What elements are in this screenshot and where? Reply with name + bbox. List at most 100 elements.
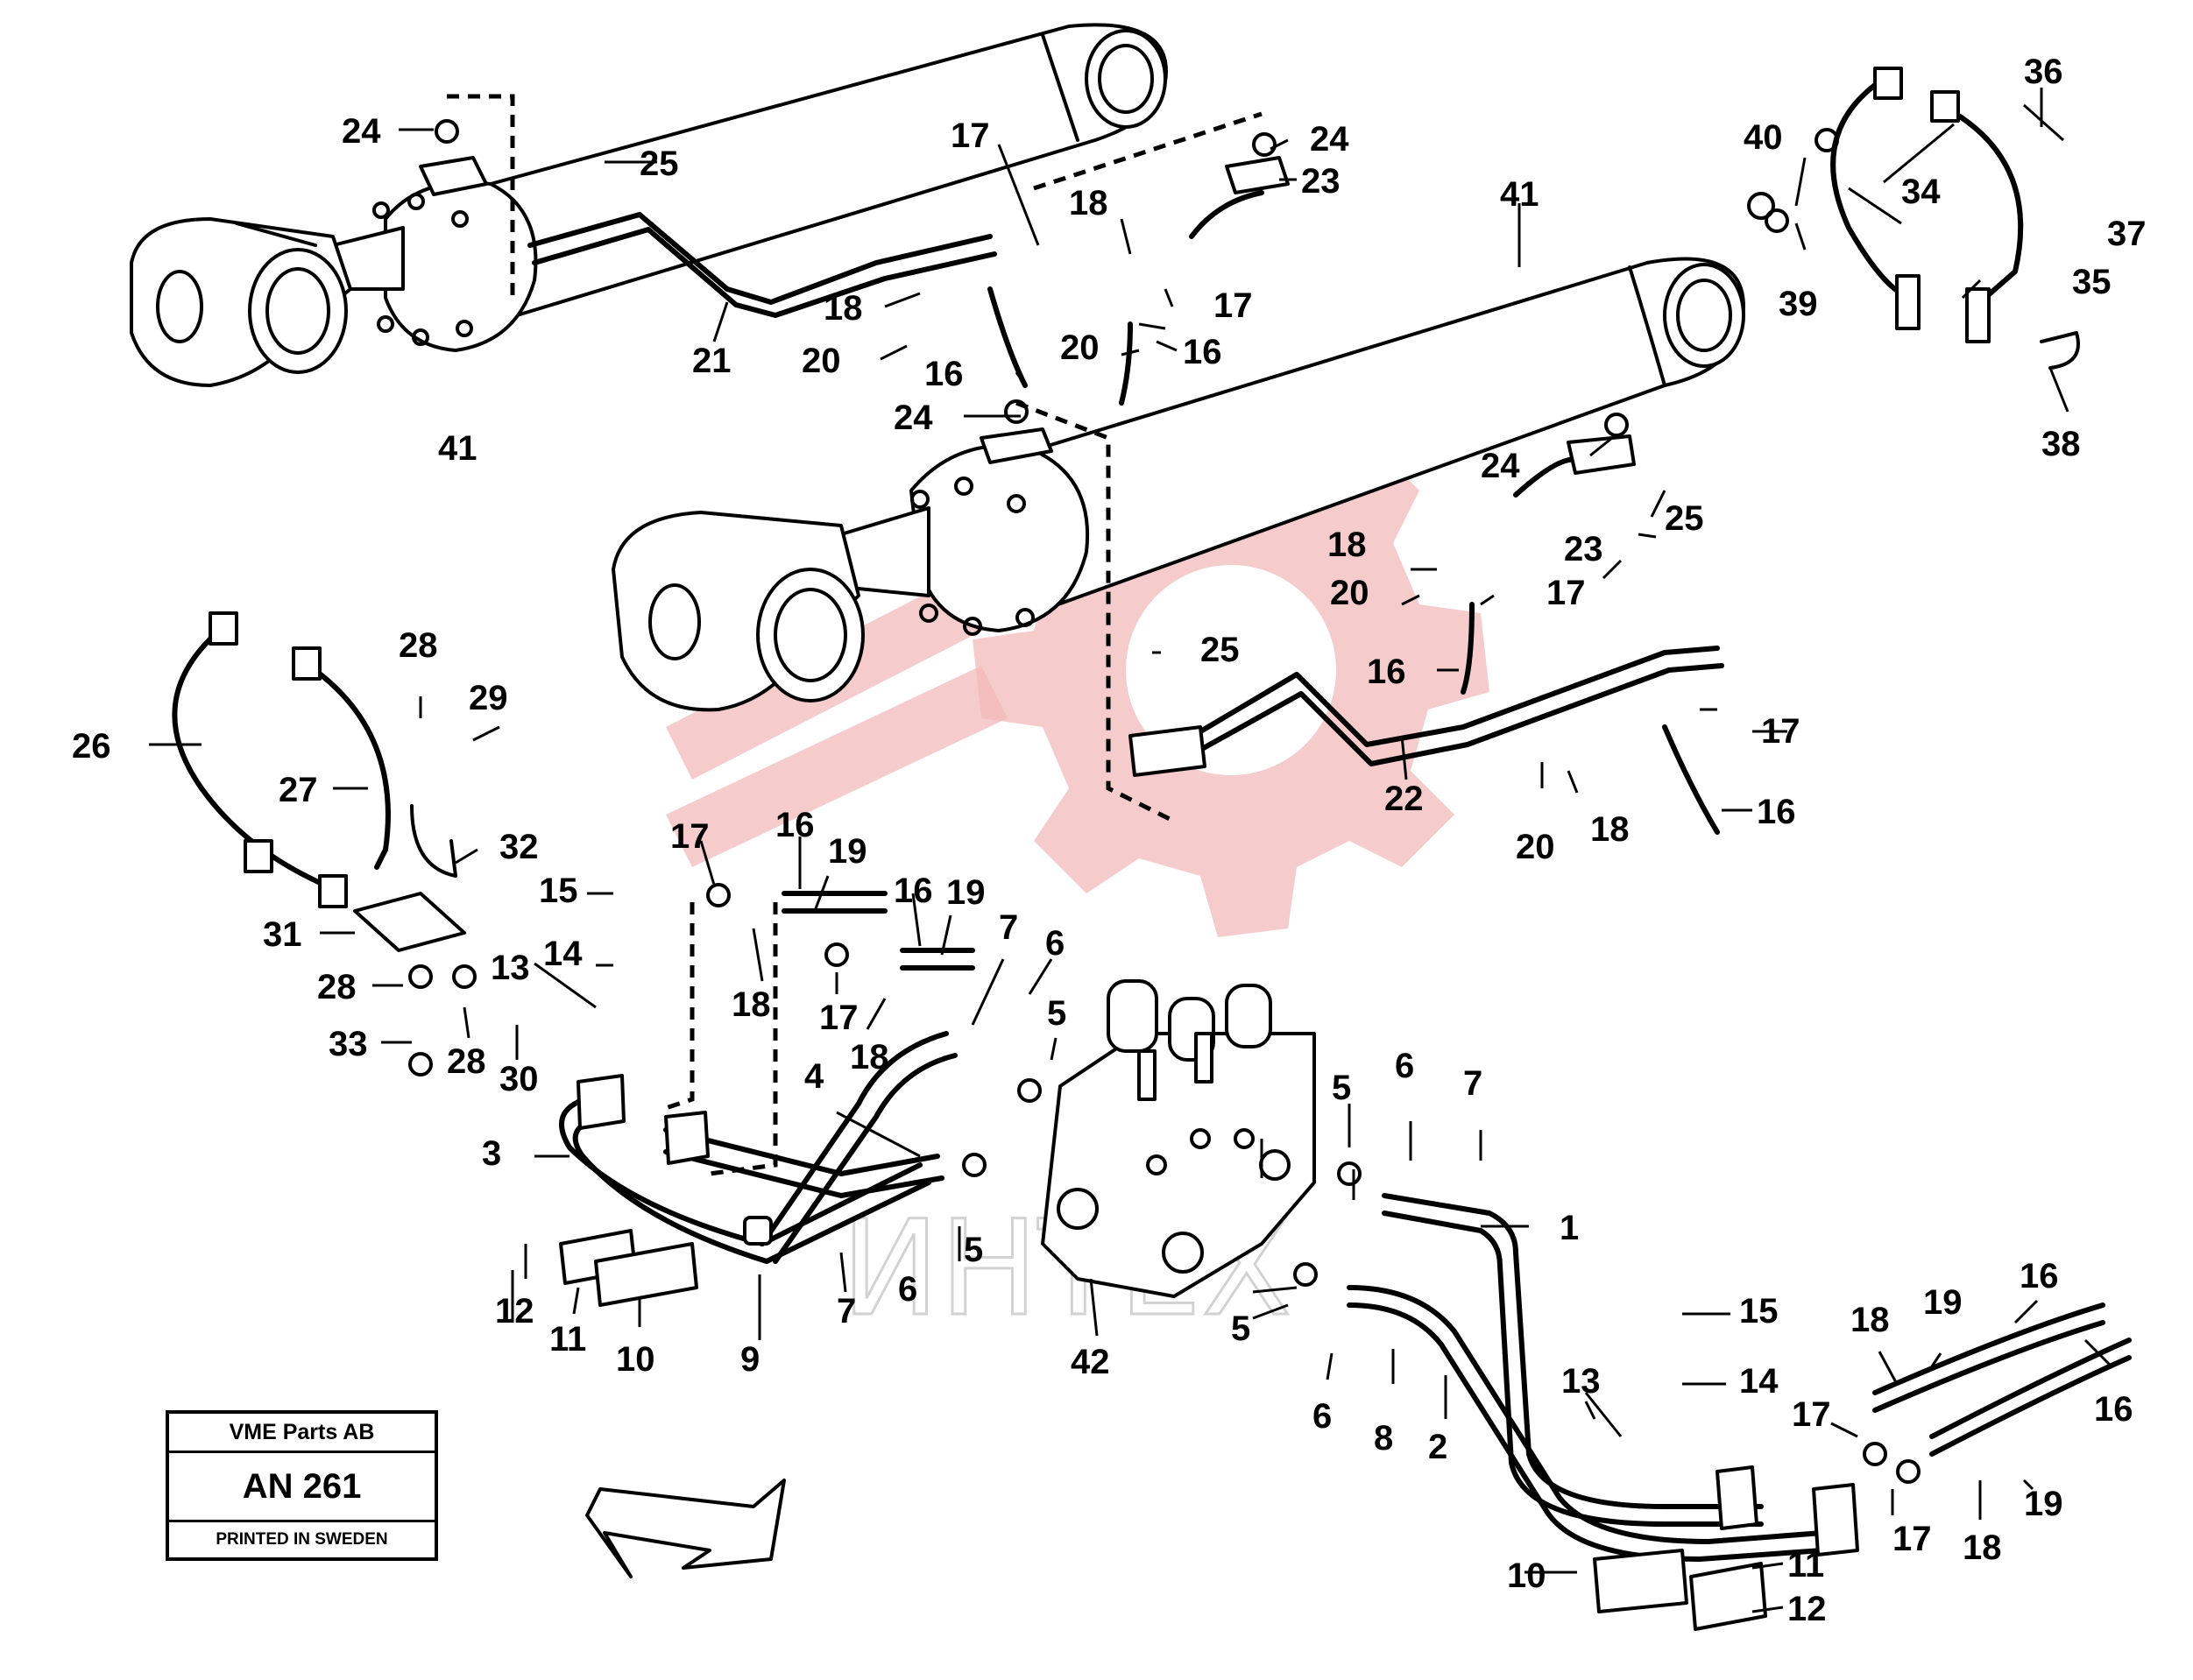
callout-20b: 20 (1060, 328, 1100, 367)
callout-21: 21 (692, 342, 732, 380)
callout-17f: 17 (819, 999, 859, 1037)
callout-17e: 17 (670, 817, 710, 856)
callout-5d: 5 (1231, 1309, 1250, 1348)
callout-11a: 11 (549, 1320, 586, 1359)
callout-37: 37 (2107, 215, 2147, 253)
callout-27: 27 (279, 771, 318, 809)
callout-16b: 16 (1183, 333, 1222, 371)
callout-11b: 11 (1787, 1546, 1824, 1585)
callout-7c: 7 (837, 1292, 856, 1331)
callout-12b: 12 (1787, 1590, 1827, 1628)
printed-note: PRINTED IN SWEDEN (216, 1530, 388, 1549)
callout-14a: 14 (543, 935, 583, 973)
callout-16c: 16 (1367, 653, 1406, 691)
boom-cylinder-lower (612, 257, 1745, 712)
callout-9: 9 (740, 1340, 760, 1379)
callout-10b: 10 (1507, 1556, 1546, 1595)
callout-5c: 5 (964, 1231, 983, 1269)
callout-20a: 20 (802, 342, 841, 380)
callout-17h: 17 (1892, 1520, 1932, 1558)
callout-39: 39 (1779, 285, 1818, 323)
company-name: VME Parts AB (169, 1414, 435, 1453)
callout-18g: 18 (1850, 1301, 1890, 1339)
callout-17b: 17 (1213, 286, 1253, 325)
callout-18c: 18 (1327, 526, 1367, 564)
callout-32: 32 (499, 828, 539, 866)
callout-17d: 17 (1761, 712, 1800, 751)
callout-36: 36 (2024, 53, 2063, 91)
callout-5a: 5 (1047, 994, 1066, 1033)
callout-29: 29 (469, 679, 508, 717)
callout-24b: 24 (1310, 120, 1349, 159)
boom-cylinder-upper (130, 23, 1168, 387)
callout-20c: 20 (1330, 574, 1369, 612)
callout-1: 1 (1560, 1209, 1579, 1247)
callout-18f: 18 (850, 1038, 889, 1076)
callout-3: 3 (482, 1134, 501, 1173)
clamp-left (172, 611, 466, 952)
callout-6d: 6 (1312, 1397, 1332, 1436)
callout-18b: 18 (824, 289, 863, 328)
callout-16h: 16 (2094, 1390, 2133, 1429)
callout-15a: 15 (539, 872, 578, 910)
callout-23a: 23 (1301, 162, 1341, 201)
callout-17c: 17 (1546, 574, 1586, 612)
direction-arrow (585, 1479, 786, 1578)
clamp-right (1830, 67, 2080, 370)
leader-lines (149, 88, 2113, 1613)
callout-16g: 16 (2020, 1257, 2059, 1295)
callout-17g: 17 (1792, 1395, 1831, 1434)
callout-13b: 13 (1561, 1362, 1601, 1401)
callout-4: 4 (804, 1057, 824, 1096)
callout-5b: 5 (1332, 1069, 1351, 1107)
hardware-markers (408, 119, 1921, 1484)
callout-6b: 6 (1395, 1047, 1414, 1085)
callout-26: 26 (72, 727, 111, 766)
callout-18a: 18 (1069, 184, 1108, 222)
callout-15b: 15 (1739, 1292, 1779, 1331)
callout-labels: 1 2 3 4 5 5 5 5 6 6 6 6 7 7 7 8 9 10 10 … (72, 53, 2147, 1628)
callout-42: 42 (1071, 1343, 1110, 1381)
callout-28c: 28 (447, 1042, 486, 1081)
callout-24a: 24 (342, 112, 381, 151)
callout-24c: 24 (894, 399, 933, 437)
callout-6a: 6 (1045, 924, 1065, 963)
callout-33: 33 (329, 1025, 368, 1063)
callout-7a: 7 (999, 908, 1018, 947)
control-valve-block (1041, 979, 1316, 1298)
callout-16f: 16 (894, 872, 933, 910)
callout-34: 34 (1901, 173, 1941, 211)
callout-12a: 12 (495, 1292, 534, 1331)
callout-16e: 16 (775, 806, 815, 844)
callout-7b: 7 (1463, 1064, 1482, 1103)
callout-41b: 41 (1500, 175, 1539, 214)
callout-23b: 23 (1564, 530, 1603, 568)
callout-18h: 18 (1963, 1528, 2002, 1567)
callout-17a: 17 (951, 116, 990, 155)
callout-14b: 14 (1739, 1362, 1779, 1401)
callout-28b: 28 (317, 968, 357, 1006)
callout-18e: 18 (732, 985, 771, 1024)
callout-35: 35 (2072, 263, 2112, 301)
callout-8: 8 (1374, 1419, 1393, 1458)
callout-18d: 18 (1590, 810, 1630, 849)
callout-25c: 25 (1200, 631, 1240, 669)
title-block: VME Parts AB AN 261 PRINTED IN SWEDEN (166, 1410, 438, 1561)
callout-25a: 25 (640, 145, 679, 183)
callout-6c: 6 (898, 1270, 917, 1309)
callout-13a: 13 (491, 949, 530, 987)
callout-19a: 19 (828, 832, 867, 871)
callout-19c: 19 (1923, 1283, 1963, 1322)
callout-40: 40 (1744, 118, 1783, 157)
callout-19d: 19 (2024, 1485, 2063, 1523)
callout-25b: 25 (1665, 499, 1704, 538)
callout-41a: 41 (438, 429, 478, 468)
callout-22: 22 (1384, 780, 1424, 818)
callout-24d: 24 (1481, 447, 1520, 485)
callout-31: 31 (263, 915, 302, 954)
callout-28a: 28 (399, 626, 438, 665)
callout-19b: 19 (946, 873, 986, 912)
drawing-code: AN 261 (169, 1453, 435, 1522)
callout-2: 2 (1428, 1428, 1447, 1466)
